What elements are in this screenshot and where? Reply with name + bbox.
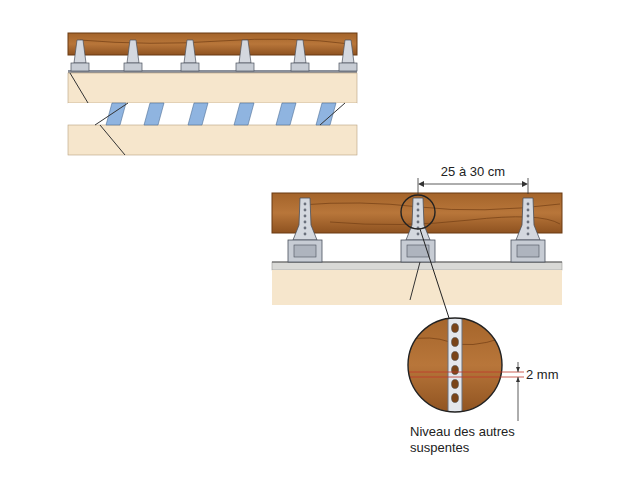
zoom-detail: [405, 315, 524, 421]
hanger: [184, 40, 196, 63]
hanger-hole: [527, 233, 530, 236]
hanger-clip: [294, 245, 316, 257]
hanger: [239, 40, 251, 63]
hanger-hole: [527, 203, 530, 206]
hanger: [406, 198, 430, 240]
hanger: [127, 40, 139, 63]
hanger-base: [511, 240, 545, 262]
hanger-hole: [452, 394, 459, 403]
hanger-hole: [417, 203, 420, 206]
hanger: [516, 198, 540, 240]
hanger-hole: [527, 209, 530, 212]
hanger-base: [71, 63, 89, 71]
hanger-base: [124, 63, 142, 71]
hanger-base: [181, 63, 199, 71]
dimension-label: 25 à 30 cm: [441, 164, 505, 180]
metal-rail: [188, 103, 208, 125]
hanger: [74, 40, 86, 63]
hanger-hole: [304, 221, 307, 224]
metal-rail: [276, 103, 296, 125]
hanger-base: [339, 63, 357, 71]
hanger-hole: [304, 227, 307, 230]
ceiling-view-detail: [272, 178, 562, 318]
dimension-label: 2 mm: [526, 367, 559, 383]
hanger-hole: [527, 215, 530, 218]
hanger-hole: [527, 227, 530, 230]
metal-rail: [234, 103, 254, 125]
hanger: [294, 40, 306, 63]
hanger-hole: [452, 380, 459, 389]
metal-rail: [144, 103, 164, 125]
hanger-hole: [527, 221, 530, 224]
hanger-hole: [452, 352, 459, 361]
note-label: Niveau des autres suspentes: [410, 424, 570, 457]
hanger: [342, 40, 354, 63]
hanger-hole: [452, 366, 459, 375]
hanger-hole: [417, 221, 420, 224]
hanger-hole: [452, 338, 459, 347]
hanger-hole: [304, 233, 307, 236]
hanger-base: [291, 63, 309, 71]
hanger: [293, 198, 317, 240]
hanger-hole: [417, 215, 420, 218]
hanger-base: [288, 240, 322, 262]
ceiling-view-top: [68, 33, 357, 155]
hanger-hole: [417, 209, 420, 212]
hanger-hole: [417, 233, 420, 236]
hanger-hole: [304, 215, 307, 218]
hanger-hole: [304, 209, 307, 212]
hanger-base: [236, 63, 254, 71]
hanger-clip: [517, 245, 539, 257]
hanger-hole: [304, 203, 307, 206]
hanger-hole: [452, 324, 459, 333]
